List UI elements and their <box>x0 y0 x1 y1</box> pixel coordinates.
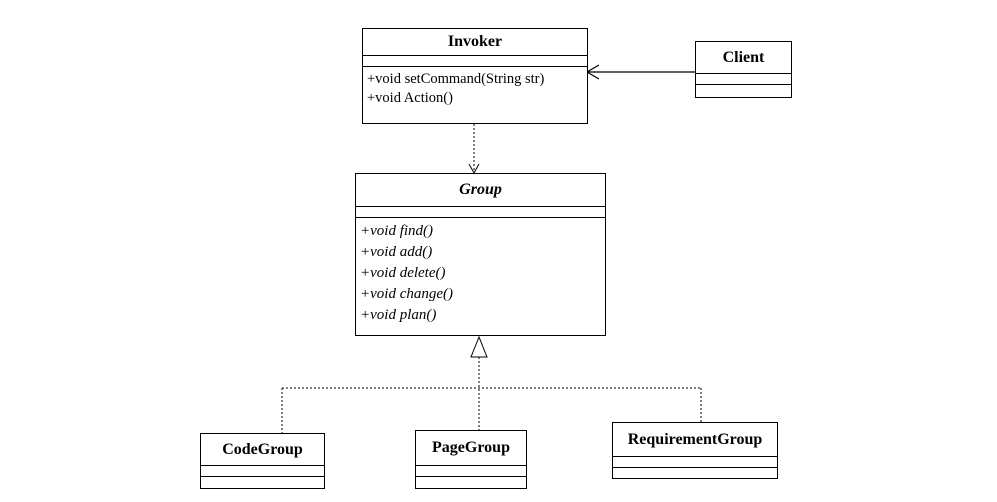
client-class-name: Client <box>696 42 791 74</box>
group-class: Group +void find() +void add() +void del… <box>355 173 606 336</box>
codegroup-class-name: CodeGroup <box>201 434 324 466</box>
group-operations: +void find() +void add() +void delete() … <box>356 218 605 330</box>
pagegroup-operations <box>416 477 526 489</box>
group-attributes <box>356 207 605 218</box>
invoker-operation: +void Action() <box>367 90 453 106</box>
requirementgroup-attributes <box>613 457 777 468</box>
client-operations <box>696 85 791 97</box>
group-operation: +void change() <box>360 286 454 302</box>
codegroup-class: CodeGroup <box>200 433 325 489</box>
codegroup-operations <box>201 477 324 489</box>
client-attributes <box>696 74 791 85</box>
codegroup-attributes <box>201 466 324 477</box>
invoker-operations: +void setCommand(String str) +void Actio… <box>363 67 587 112</box>
requirementgroup-class: RequirementGroup <box>612 422 778 479</box>
invoker-class: Invoker +void setCommand(String str) +vo… <box>362 28 588 124</box>
group-operation: +void plan() <box>360 307 437 323</box>
group-operation: +void add() <box>360 244 433 260</box>
requirementgroup-class-name: RequirementGroup <box>613 423 777 457</box>
client-class: Client <box>695 41 792 98</box>
invoker-class-name: Invoker <box>363 29 587 56</box>
pagegroup-class: PageGroup <box>415 430 527 489</box>
pagegroup-attributes <box>416 466 526 477</box>
invoker-operation: +void setCommand(String str) <box>367 71 545 87</box>
group-operation: +void find() <box>360 223 434 239</box>
requirementgroup-operations <box>613 468 777 479</box>
realization-triangle <box>470 335 488 358</box>
pagegroup-class-name: PageGroup <box>416 431 526 466</box>
group-class-name: Group <box>356 174 605 207</box>
group-operation: +void delete() <box>360 265 446 281</box>
invoker-attributes <box>363 56 587 67</box>
